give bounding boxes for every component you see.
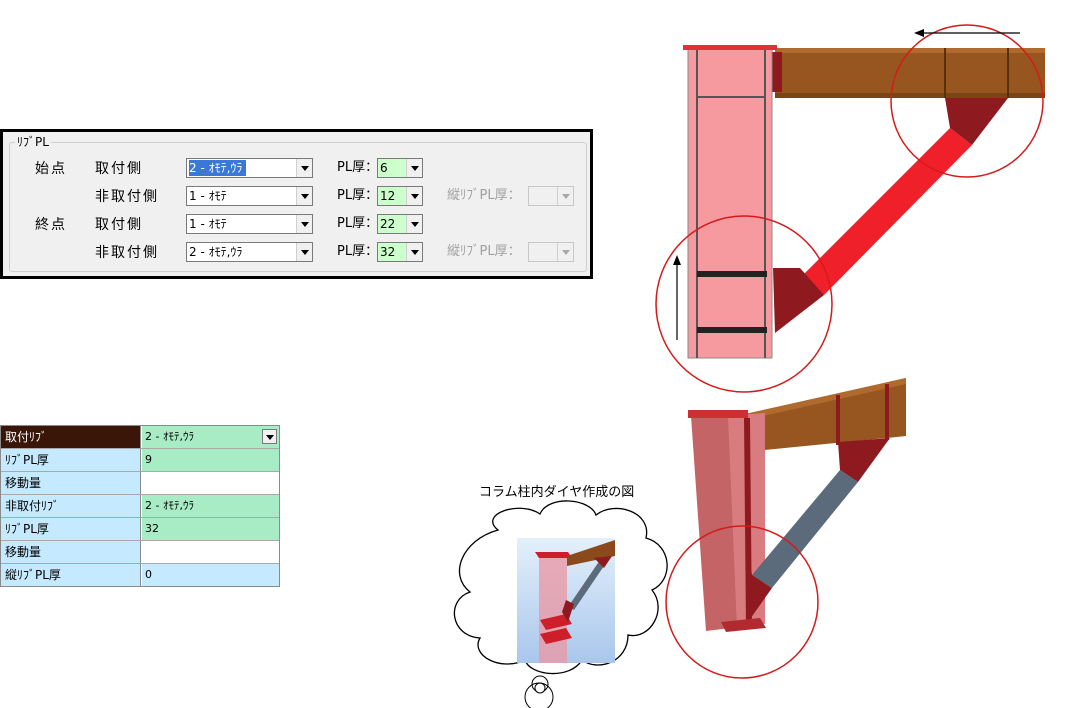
beam <box>775 48 1045 98</box>
chevron-down-icon[interactable] <box>296 187 312 205</box>
beam <box>745 378 906 452</box>
grid-row-value[interactable]: 9 <box>142 449 279 471</box>
grid-row-name: 移動量 <box>1 541 141 563</box>
start-non-attach-pl-select[interactable]: 12 <box>377 186 423 206</box>
grid-row-non-attach-rib[interactable]: 非取付ﾘﾌﾞ 2 - ｵﾓﾃ,ｳﾗ <box>1 495 279 518</box>
end-attach-pl-label: PL厚： <box>337 216 379 231</box>
rib-pl-dialog: ﾘﾌﾞPL 始点 取付側 2 - ｵﾓﾃ,ｳﾗ PL厚： 6 非取付側 1 - … <box>0 129 593 279</box>
gusset <box>773 268 824 333</box>
start-vertical-rib-label: 縦ﾘﾌﾞPL厚： <box>447 188 521 203</box>
end-attach-select[interactable]: 1 - ｵﾓﾃ <box>186 214 313 234</box>
start-attach-pl-select[interactable]: 6 <box>377 158 423 178</box>
chevron-down-icon[interactable] <box>262 429 277 444</box>
grid-row-value[interactable]: 32 <box>142 518 279 540</box>
start-attach-side-label: 取付側 <box>95 161 143 177</box>
grid-row-value[interactable]: 2 - ｵﾓﾃ,ｳﾗ <box>142 495 279 517</box>
rib-pl-group: ﾘﾌﾞPL 始点 取付側 2 - ｵﾓﾃ,ｳﾗ PL厚： 6 非取付側 1 - … <box>9 134 587 272</box>
arrow-left-icon <box>914 29 924 37</box>
column <box>687 47 773 359</box>
grid-row-offset-2[interactable]: 移動量 <box>1 541 279 564</box>
highlight-circle <box>655 215 833 393</box>
chevron-down-icon[interactable] <box>406 215 422 233</box>
grid-row-rib-pl-thickness[interactable]: ﾘﾌﾞPL厚 9 <box>1 449 279 472</box>
thumbnail-image <box>517 538 615 663</box>
chevron-down-icon[interactable] <box>406 159 422 177</box>
grid-row-rib-pl-thickness-2[interactable]: ﾘﾌﾞPL厚 32 <box>1 518 279 541</box>
grid-row-value[interactable] <box>142 541 279 563</box>
end-non-attach-select[interactable]: 2 - ｵﾓﾃ,ｳﾗ <box>186 242 313 262</box>
grid-row-vertical-rib-pl[interactable]: 縦ﾘﾌﾞPL厚 0 <box>1 564 279 586</box>
gusset <box>945 98 1008 145</box>
start-attach-value: 2 - ｵﾓﾃ,ｳﾗ <box>189 160 247 176</box>
chevron-down-icon[interactable] <box>557 243 573 261</box>
arrow-up-icon <box>673 255 681 265</box>
grid-row-value-select[interactable]: 2 - ｵﾓﾃ,ｳﾗ <box>142 426 279 448</box>
start-vertical-rib-select[interactable] <box>528 186 574 206</box>
grid-row-name: 取付ﾘﾌﾞ <box>1 426 141 448</box>
grid-row-name: 縦ﾘﾌﾞPL厚 <box>1 564 141 586</box>
start-non-attach-pl-label: PL厚： <box>337 188 379 203</box>
property-grid: 取付ﾘﾌﾞ 2 - ｵﾓﾃ,ｳﾗ ﾘﾌﾞPL厚 9 移動量 非取付ﾘﾌﾞ 2 -… <box>0 425 280 587</box>
chevron-down-icon[interactable] <box>296 215 312 233</box>
grid-row-value[interactable] <box>142 472 279 494</box>
thought-title: コラム柱内ダイヤ作成の図 <box>479 485 635 500</box>
grid-row-name: 移動量 <box>1 472 141 494</box>
end-non-attach-value: 2 - ｵﾓﾃ,ｳﾗ <box>189 245 243 259</box>
grid-row-name: 非取付ﾘﾌﾞ <box>1 495 141 517</box>
diaphragm <box>697 271 767 277</box>
end-non-attach-side-label: 非取付側 <box>95 245 159 261</box>
start-non-attach-value: 1 - ｵﾓﾃ <box>189 189 227 203</box>
chevron-down-icon[interactable] <box>296 159 312 177</box>
start-attach-pl-label: PL厚： <box>337 160 379 175</box>
grid-row-value[interactable]: 0 <box>142 564 279 586</box>
end-attach-value: 1 - ｵﾓﾃ <box>189 217 227 231</box>
diaphragm <box>697 327 767 333</box>
end-vertical-rib-select[interactable] <box>528 242 574 262</box>
chevron-down-icon[interactable] <box>557 187 573 205</box>
gusset <box>748 548 772 622</box>
start-non-attach-side-label: 非取付側 <box>95 189 159 205</box>
top-structure-drawing <box>655 24 1045 393</box>
grid-row-name: ﾘﾌﾞPL厚 <box>1 449 141 471</box>
group-title: ﾘﾌﾞPL <box>15 134 51 150</box>
chevron-down-icon[interactable] <box>406 243 422 261</box>
highlight-circle <box>665 525 819 679</box>
end-attach-pl-value: 22 <box>380 217 396 231</box>
end-vertical-rib-label: 縦ﾘﾌﾞPL厚： <box>447 244 521 259</box>
end-attach-side-label: 取付側 <box>95 217 143 233</box>
grid-row-offset[interactable]: 移動量 <box>1 472 279 495</box>
highlight-circle <box>890 24 1044 178</box>
end-non-attach-pl-label: PL厚： <box>337 244 379 259</box>
brace <box>752 470 858 588</box>
bottom-structure-drawing <box>665 378 906 679</box>
grid-row-attach-rib[interactable]: 取付ﾘﾌﾞ 2 - ｵﾓﾃ,ｳﾗ <box>1 426 279 449</box>
start-label: 始点 <box>35 161 67 177</box>
end-non-attach-pl-value: 32 <box>380 245 396 259</box>
chevron-down-icon[interactable] <box>406 187 422 205</box>
start-attach-pl-value: 6 <box>380 161 388 175</box>
brace <box>800 128 972 295</box>
grid-row-value: 2 - ｵﾓﾃ,ｳﾗ <box>145 430 194 443</box>
start-non-attach-pl-value: 12 <box>380 189 396 203</box>
end-label: 終点 <box>35 217 67 233</box>
start-attach-select[interactable]: 2 - ｵﾓﾃ,ｳﾗ <box>186 158 313 178</box>
end-attach-pl-select[interactable]: 22 <box>377 214 423 234</box>
chevron-down-icon[interactable] <box>296 243 312 261</box>
gusset <box>838 438 890 482</box>
start-non-attach-select[interactable]: 1 - ｵﾓﾃ <box>186 186 313 206</box>
grid-row-name: ﾘﾌﾞPL厚 <box>1 518 141 540</box>
end-non-attach-pl-select[interactable]: 32 <box>377 242 423 262</box>
